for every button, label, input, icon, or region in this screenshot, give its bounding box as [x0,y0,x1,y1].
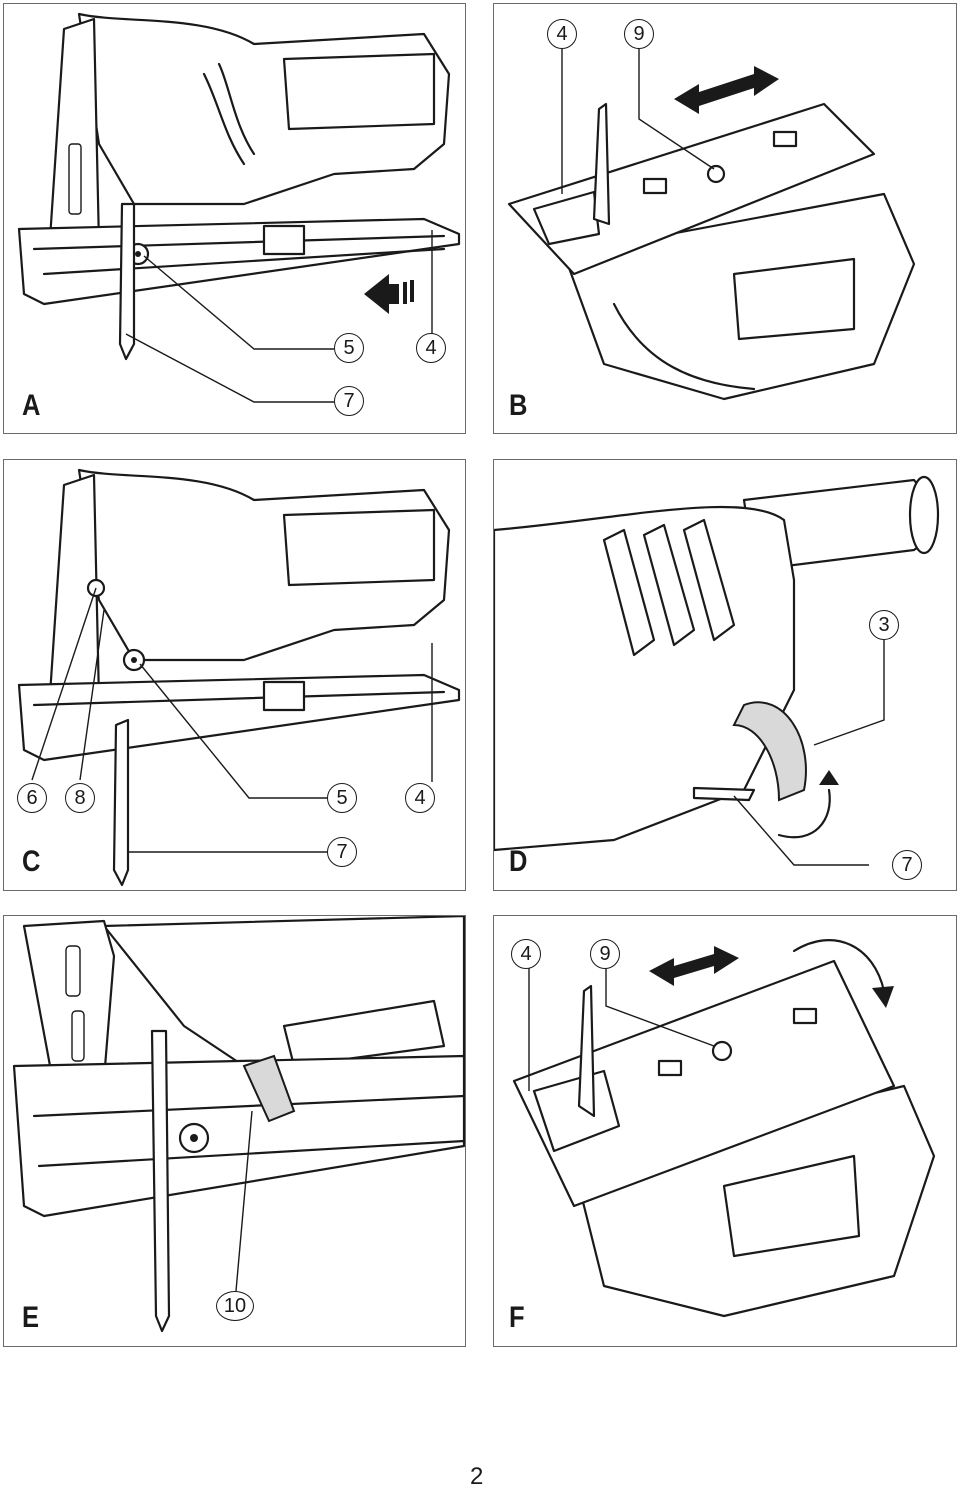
callout-3: 3 [869,610,899,640]
callout-5: 5 [327,783,357,813]
jigsaw-bevel-adjust-illustration [512,939,936,1318]
callout-7: 7 [334,386,364,416]
callout-4: 4 [511,939,541,969]
callout-10: 10 [216,1291,254,1321]
figure-c: 6 8 5 4 7 C [3,459,466,891]
figure-a: 5 4 7 A [3,3,466,434]
panel-label: D [509,845,528,878]
panel-label: B [509,389,528,422]
panel-label: F [509,1301,525,1334]
callout-6: 6 [17,783,47,813]
figure-f: 4 9 F [493,915,957,1347]
jigsaw-guide-roller-illustration [12,916,465,1333]
page-number: 2 [470,1463,484,1490]
callout-5: 5 [334,333,364,363]
callout-7: 7 [327,837,357,867]
jigsaw-rear-lever-illustration [494,475,940,866]
callout-9: 9 [624,19,654,49]
jigsaw-blade-removal-illustration [17,468,461,887]
panel-label: C [22,845,41,878]
jigsaw-shoe-top-view-illustration [507,49,916,401]
figure-b: 4 9 B [493,3,957,434]
panel-label: E [22,1301,40,1334]
panel-label: A [22,389,41,422]
callout-4: 4 [405,783,435,813]
callout-9: 9 [590,939,620,969]
figure-d: 3 7 D [493,459,957,891]
callout-4: 4 [547,19,577,49]
callout-4: 4 [416,333,446,363]
callout-7: 7 [892,850,922,880]
callout-8: 8 [65,783,95,813]
figure-e: 10 E [3,915,466,1347]
jigsaw-side-view-illustration [17,12,461,403]
